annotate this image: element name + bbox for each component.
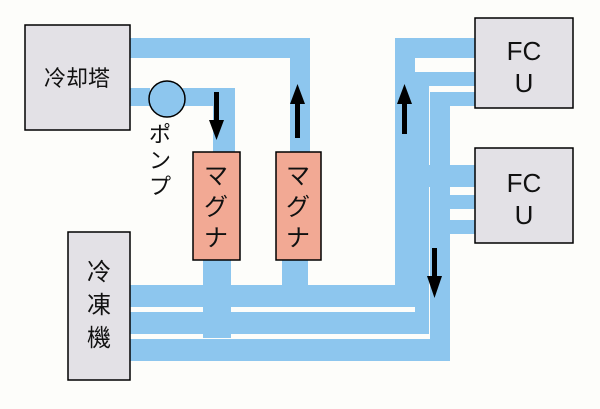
fcu-bottom-label-2: U <box>515 200 534 230</box>
pipe-main-bottom <box>130 312 426 334</box>
arrow-up-icon <box>397 84 412 134</box>
pipe-fcu-lower-return2 <box>430 220 485 234</box>
pipe-fcu-lower-return <box>430 195 485 209</box>
magna-right-label-2: グ <box>286 193 310 221</box>
pipe-fcu-top-return <box>430 92 485 106</box>
pipe-fcu-top-mid <box>395 72 485 86</box>
magna-right: マ グ ナ <box>275 151 322 261</box>
chiller-label-3: 機 <box>87 324 111 352</box>
pipe-main-lowest <box>130 339 450 361</box>
pipe-tower-to-pump <box>130 88 150 106</box>
chiller-label-2: 凍 <box>87 291 111 319</box>
pipe-fcu-top-supply <box>395 38 485 58</box>
fcu-top: FC U <box>474 17 574 109</box>
pipe-right-magna-down <box>282 260 308 288</box>
arrow-down-icon <box>427 248 442 298</box>
chiller: 冷 凍 機 <box>67 231 131 381</box>
magna-left-label-1: マ <box>204 162 228 190</box>
cooling-tower: 冷却塔 <box>24 24 131 131</box>
fcu-top-label-2: U <box>515 68 534 98</box>
pipe-fcu-riser-inner <box>415 72 429 334</box>
magna-left-label-3: ナ <box>204 224 228 252</box>
magna-left: マ グ ナ <box>192 151 241 261</box>
pump-label-2: ン <box>149 149 171 174</box>
magna-left-label-2: グ <box>204 193 228 221</box>
cooling-tower-label: 冷却塔 <box>44 67 110 92</box>
pipe-tower-top <box>130 38 310 58</box>
pump-label-1: ポ <box>149 123 171 148</box>
fcu-bottom-label-1: FC <box>507 168 542 198</box>
pump-label-3: プ <box>149 175 171 200</box>
pipe-fcu-riser-outer <box>395 38 415 307</box>
fcu-bottom: FC U <box>474 147 574 244</box>
pump-icon <box>148 80 186 118</box>
pump: ポ ン プ <box>148 80 186 200</box>
arrow-up-icon <box>290 84 305 138</box>
chiller-label-1: 冷 <box>87 258 111 286</box>
pipe-main-top <box>130 285 398 307</box>
magna-right-label-1: マ <box>286 162 310 190</box>
fcu-top-label-1: FC <box>507 36 542 66</box>
flow-arrows <box>209 84 442 298</box>
arrow-down-icon <box>209 92 224 140</box>
magna-right-label-3: ナ <box>286 224 310 252</box>
